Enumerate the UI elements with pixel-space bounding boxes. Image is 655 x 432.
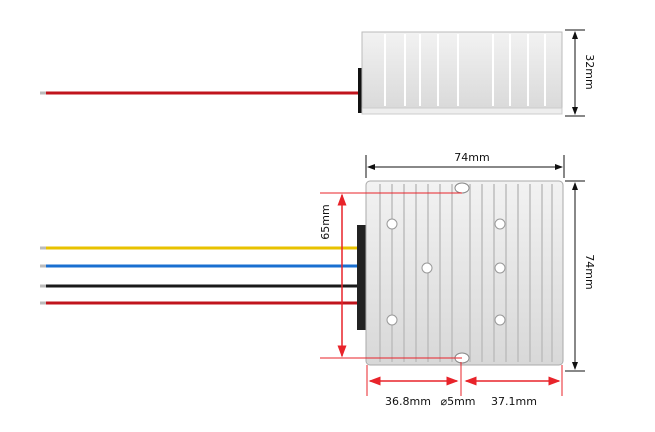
hole-diameter-label: ⌀5mm [440,395,475,408]
length-label: 74mm [583,254,596,289]
top-housing [365,180,564,366]
side-view: 32mm [40,29,596,117]
right-offset-label: 37.1mm [491,395,537,408]
top-connector [357,225,367,330]
screw-boss [386,218,398,230]
screw-boss [494,262,506,274]
screw-boss [421,262,433,274]
width-label: 74mm [454,151,489,164]
screw-boss [494,218,506,230]
left-offset-label: 36.8mm [385,395,431,408]
hole-spacing-label: 65mm [319,204,332,239]
side-connector [358,68,363,113]
height-label: 32mm [583,54,596,89]
screw-boss [386,314,398,326]
top-view: 74mm 74mm 65mm 36.8mm ⌀5mm 37.1mm [40,151,596,408]
screw-boss [494,314,506,326]
mount-hole-top [454,182,470,194]
side-housing [361,31,563,115]
